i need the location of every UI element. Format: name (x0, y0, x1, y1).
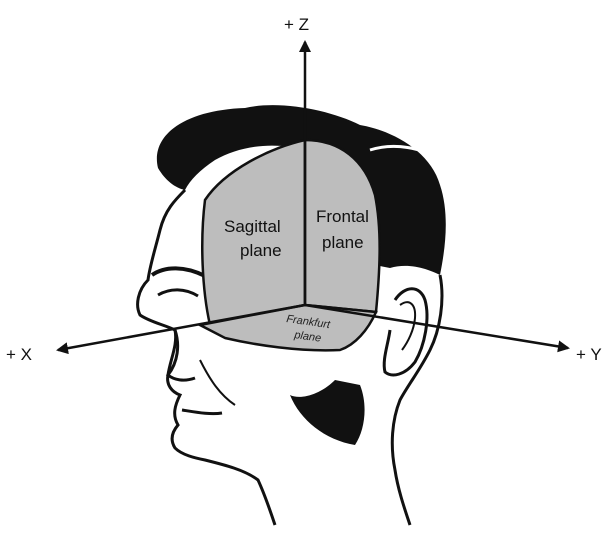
sagittal-label-line1: Sagittal (224, 217, 281, 236)
eyebrow (152, 268, 205, 276)
x-axis-label: + X (6, 345, 32, 364)
sagittal-label-line2: plane (240, 241, 282, 260)
cheek-line (200, 360, 235, 405)
frontal-label-line2: plane (322, 233, 364, 252)
ear-inner (400, 302, 415, 350)
y-axis-label: + Y (576, 345, 602, 364)
z-axis-label: + Z (284, 15, 309, 34)
mouth (182, 410, 222, 414)
frontal-label-line1: Frontal (316, 207, 369, 226)
eye (158, 290, 198, 296)
neck-outline (392, 275, 442, 525)
jaw-shadow (290, 380, 365, 445)
